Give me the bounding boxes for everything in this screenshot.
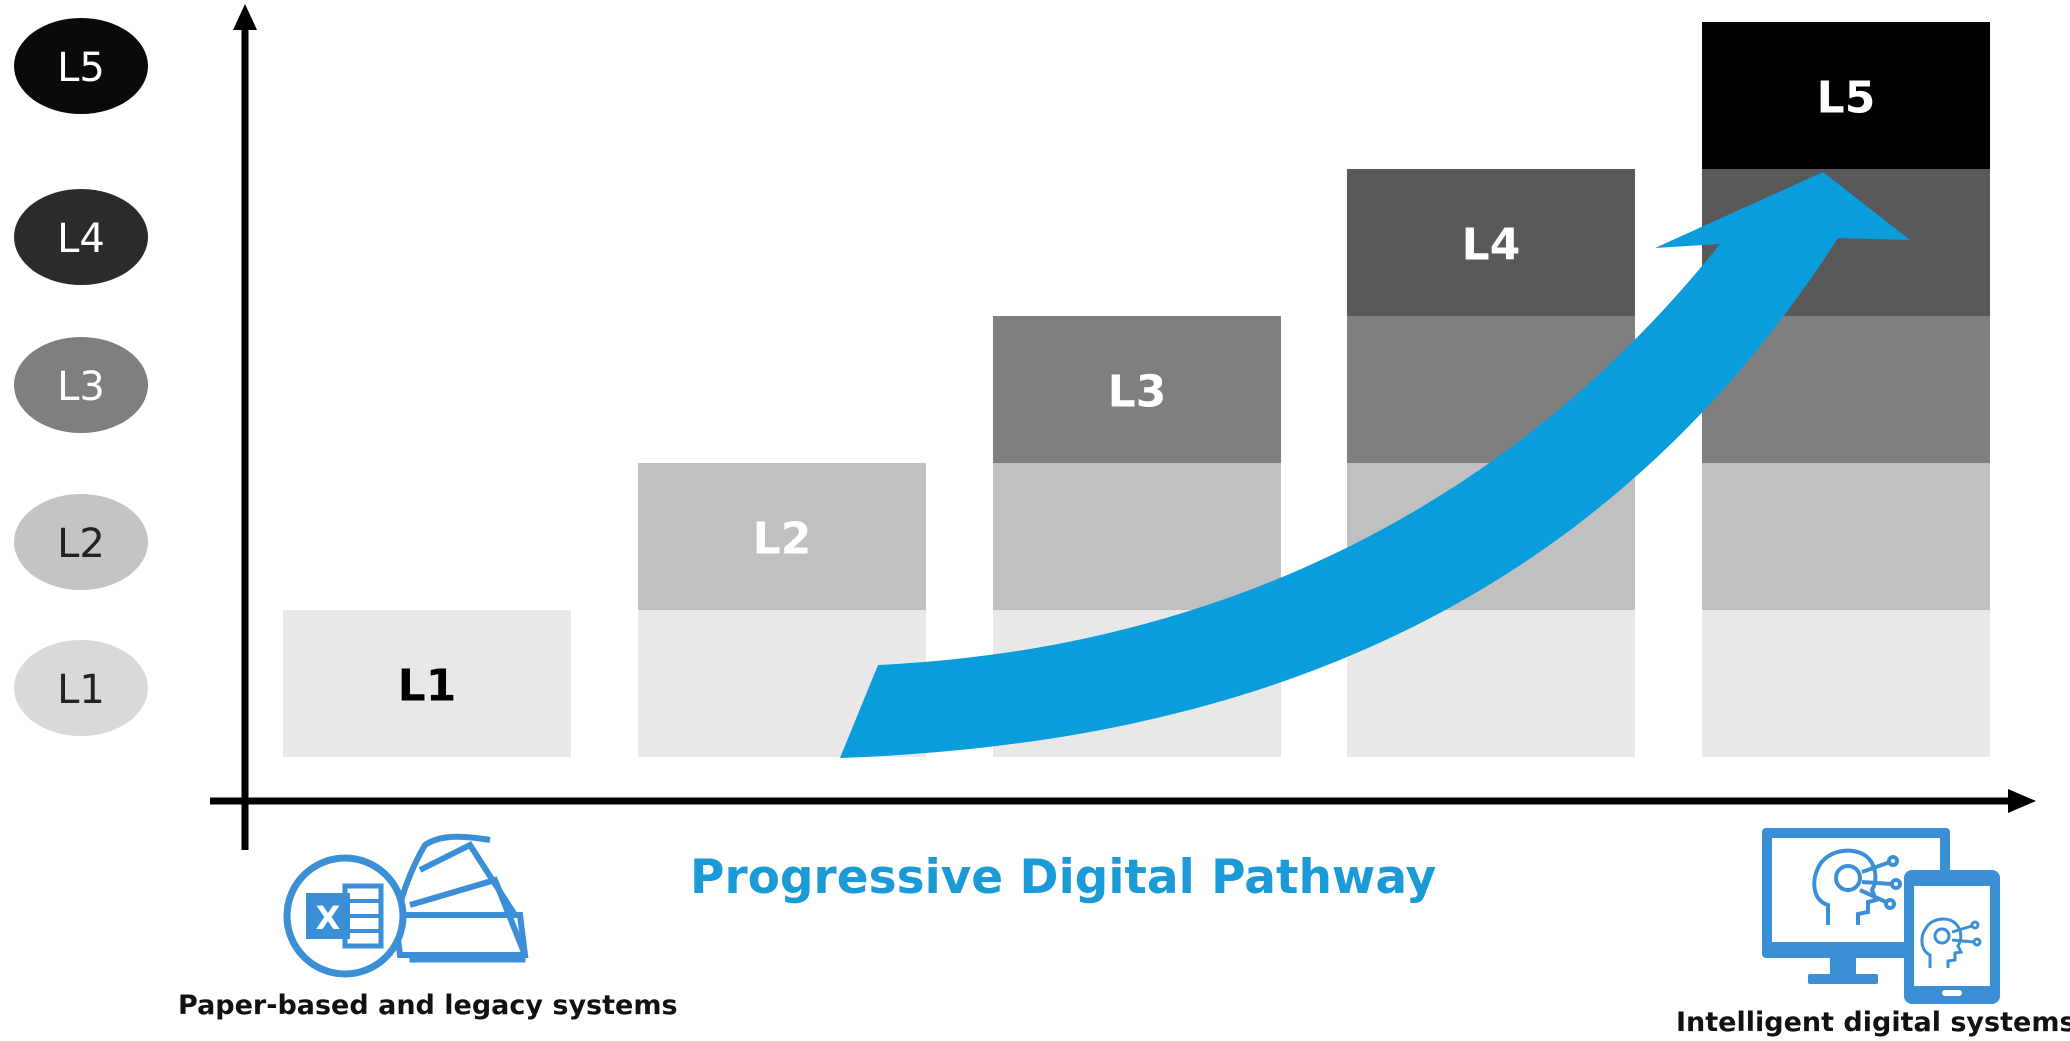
tablet-brain-icon [1920,917,1982,968]
legend-level-l5: L5 [14,18,148,114]
legend-ellipse [14,18,148,114]
legend-level-l4: L4 [14,189,148,285]
brain-head-icon [1812,848,1902,925]
legend-level-l3: L3 [14,337,148,433]
legend-label: L5 [57,45,105,91]
legend-level-l1: L1 [14,640,148,736]
legend-ellipse [14,640,148,736]
bar-segment-l1 [1702,610,1990,757]
legend-label: L4 [57,216,105,262]
legend-level-l2: L2 [14,494,148,590]
monitor-neck [1830,958,1856,976]
excel-paper-icon: X [283,833,529,978]
right-system-caption: Intelligent digital systems [1676,1007,2070,1038]
legend-ellipse [14,189,148,285]
bar-segment-l2 [1702,463,1990,610]
excel-x-glyph: X [316,899,341,937]
excel-badge [306,893,350,939]
level-bar-l1: L1 [283,610,571,757]
level-bar-l5: L5 [1702,22,1990,757]
bar-label: L1 [398,661,457,712]
bar-segment-l1 [283,610,571,757]
bar-segment-l4 [1347,169,1635,316]
legend-label: L1 [57,667,105,713]
ai-monitor-tablet-icon [1762,828,2000,1004]
pathway-title: Progressive Digital Pathway [690,850,1437,905]
legend-label: L2 [57,521,105,567]
bar-label: L2 [753,514,812,565]
legend-ellipse [14,337,148,433]
left-system-caption: Paper-based and legacy systems [178,990,678,1021]
axes [210,4,2036,850]
bar-label: L4 [1462,220,1521,271]
tablet-screen [1914,886,1990,986]
level-legend: L1 L2 L3 L4 L5 [14,18,148,736]
x-axis-arrowhead [2008,789,2036,813]
bar-label: L5 [1817,73,1876,124]
bar-segment-l3 [993,316,1281,463]
bar-segment-l5 [1702,22,1990,169]
tablet-button [1942,990,1962,996]
paper-stack-icon [391,833,529,963]
monitor-base [1808,974,1878,984]
bar-segment-l2 [638,463,926,610]
bar-label: L3 [1108,367,1167,418]
pathway-arrow [840,172,1910,758]
legend-ellipse [14,494,148,590]
y-axis-arrowhead [233,4,257,30]
legend-label: L3 [57,364,105,410]
bar-segment-l2 [993,463,1281,610]
